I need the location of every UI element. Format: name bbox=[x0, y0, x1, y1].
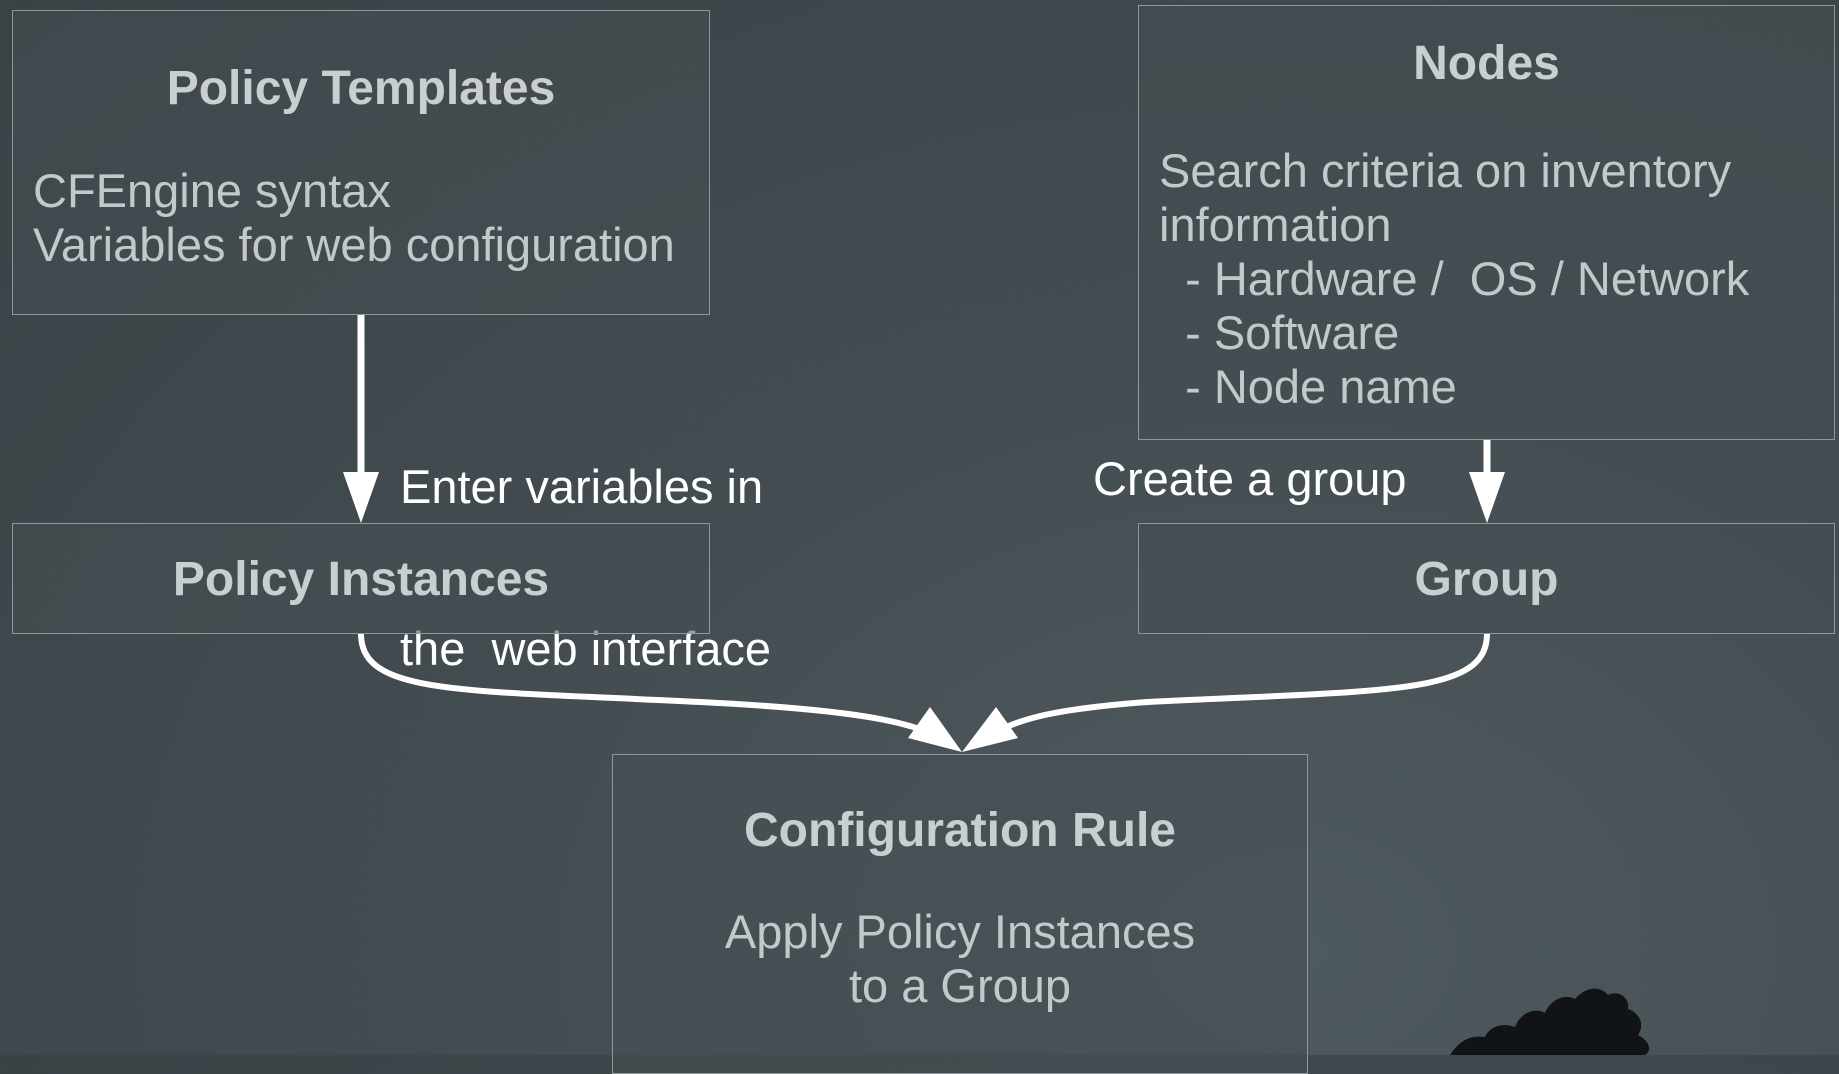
configuration-rule-body: Apply Policy Instances to a Group bbox=[613, 905, 1307, 1013]
configuration-rule-box: Configuration Rule Apply Policy Instance… bbox=[612, 754, 1308, 1074]
tree-silhouette-decoration bbox=[1450, 988, 1650, 1055]
policy-instances-title: Policy Instances bbox=[172, 553, 550, 606]
arrow-group-to-rule bbox=[962, 633, 1490, 752]
nodes-line: - Software bbox=[1159, 306, 1400, 359]
group-box: Group bbox=[1138, 523, 1835, 634]
policy-templates-line: Variables for web configuration bbox=[33, 218, 675, 271]
nodes-line: - Node name bbox=[1159, 360, 1457, 413]
nodes-box: Nodes Search criteria on inventory infor… bbox=[1138, 5, 1835, 440]
configuration-rule-line: to a Group bbox=[848, 959, 1072, 1012]
edge-label-line: Enter variables in bbox=[400, 460, 764, 513]
nodes-title: Nodes bbox=[1413, 37, 1560, 90]
policy-templates-body: CFEngine syntax Variables for web config… bbox=[33, 164, 675, 272]
edge-label-create-group: Create a group bbox=[1093, 452, 1407, 505]
policy-templates-title: Policy Templates bbox=[166, 62, 556, 115]
nodes-line: - Hardware / OS / Network bbox=[1159, 252, 1750, 305]
configuration-rule-title: Configuration Rule bbox=[744, 804, 1176, 857]
nodes-line: Search criteria on inventory bbox=[1159, 144, 1732, 197]
arrow-instances-to-rule bbox=[358, 633, 962, 752]
edge-label-enter-variables: Enter variables in the web interface bbox=[400, 352, 771, 730]
configuration-rule-line: Apply Policy Instances bbox=[724, 905, 1196, 958]
group-title: Group bbox=[1414, 553, 1559, 606]
nodes-line: information bbox=[1159, 198, 1392, 251]
arrow-templates-to-instances bbox=[343, 315, 379, 523]
policy-templates-line: CFEngine syntax bbox=[33, 164, 391, 217]
arrow-nodes-to-group bbox=[1469, 440, 1505, 523]
policy-templates-box: Policy Templates CFEngine syntax Variabl… bbox=[12, 10, 710, 315]
nodes-body: Search criteria on inventory information… bbox=[1159, 144, 1749, 414]
policy-instances-box: Policy Instances bbox=[12, 523, 710, 634]
